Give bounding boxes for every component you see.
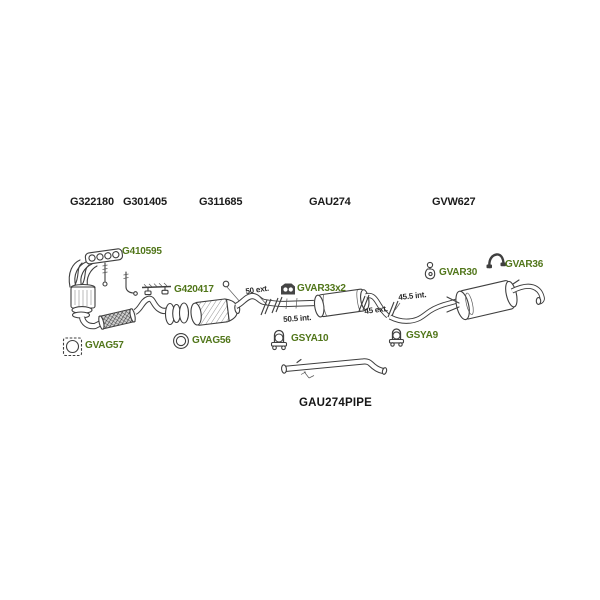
rubber-hanger-icon-gvar30 [424, 261, 436, 280]
bracket-icon [141, 282, 172, 296]
part-code-gvag57: GVAG57 [85, 340, 124, 351]
rubber-hanger-icon-gvar33 [281, 283, 295, 295]
part-code-g410595: G410595 [122, 246, 162, 257]
part-code-g420417: G420417 [174, 284, 214, 295]
joint-marks-45 [358, 294, 401, 318]
part-code-gvar36: GVAR36 [505, 259, 544, 270]
part-number-gau274: GAU274 [309, 196, 351, 208]
clamp-icon-gsya10 [270, 329, 288, 351]
front-downpipe [78, 295, 170, 330]
flex-pipe-section [98, 308, 136, 330]
part-code-gvar33x2: GVAR33x2 [297, 283, 346, 294]
part-code-gsya10: GSYA10 [291, 333, 329, 344]
rear-pipe [388, 298, 458, 324]
part-number-g311685: G311685 [199, 196, 243, 208]
exhaust-manifold [68, 248, 138, 319]
part-code-gsya9: GSYA9 [406, 330, 438, 341]
catalytic-converter [190, 280, 242, 326]
part-number-g301405: G301405 [123, 196, 167, 208]
stud-bolt-icon [123, 271, 138, 296]
joint-marks-50 [258, 295, 298, 316]
stud-bolt-icon [102, 262, 108, 287]
part-number-g322180: G322180 [70, 196, 114, 208]
rear-muffler [446, 279, 545, 321]
rubber-hanger-icon-gvar36 [486, 253, 506, 269]
round-gasket-icon [173, 333, 189, 349]
tailpipe [510, 279, 545, 305]
flange-joint [164, 302, 190, 326]
hanger-pin-icon [222, 280, 230, 288]
part-number-gvw627: GVW627 [432, 196, 476, 208]
part-code-gvag56: GVAG56 [192, 335, 231, 346]
clamp-icon-gsya9 [388, 328, 405, 347]
part-number-gau274pipe: GAU274PIPE [299, 397, 372, 409]
square-gasket-icon [62, 337, 83, 357]
gau274-pipe [281, 358, 388, 379]
center-resonator [313, 288, 390, 319]
part-code-gvar30: GVAR30 [439, 267, 478, 278]
manifold-gasket-icon [84, 248, 124, 265]
